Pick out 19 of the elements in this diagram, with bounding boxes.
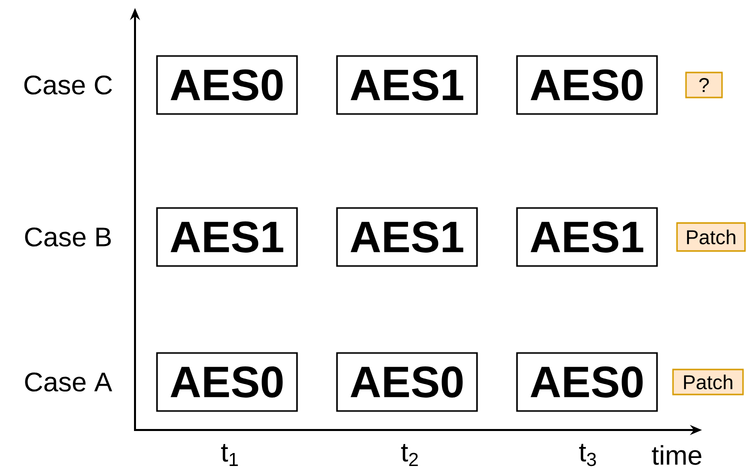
status-tag: Patch xyxy=(676,222,746,252)
state-box: AES0 xyxy=(516,55,658,115)
state-box: AES1 xyxy=(516,207,658,267)
state-box: AES0 xyxy=(336,352,478,412)
state-box: AES1 xyxy=(156,207,298,267)
row-label: Case A xyxy=(25,372,112,392)
state-box: AES0 xyxy=(516,352,658,412)
state-box: AES1 xyxy=(336,55,478,115)
state-box: AES0 xyxy=(156,55,298,115)
time-tick-label: t$_{3}$ xyxy=(579,444,596,466)
time-tick-label: t$_{2}$ xyxy=(401,444,418,466)
status-tag: Patch xyxy=(672,368,744,396)
status-tag: ? xyxy=(685,72,723,98)
row-label: Case C xyxy=(24,75,112,95)
row-label: Case B xyxy=(25,227,111,247)
state-box: AES0 xyxy=(156,352,298,412)
axis-label: time xyxy=(652,445,702,465)
state-box: AES1 xyxy=(336,207,478,267)
time-tick-label: t$_{1}$ xyxy=(221,444,238,466)
